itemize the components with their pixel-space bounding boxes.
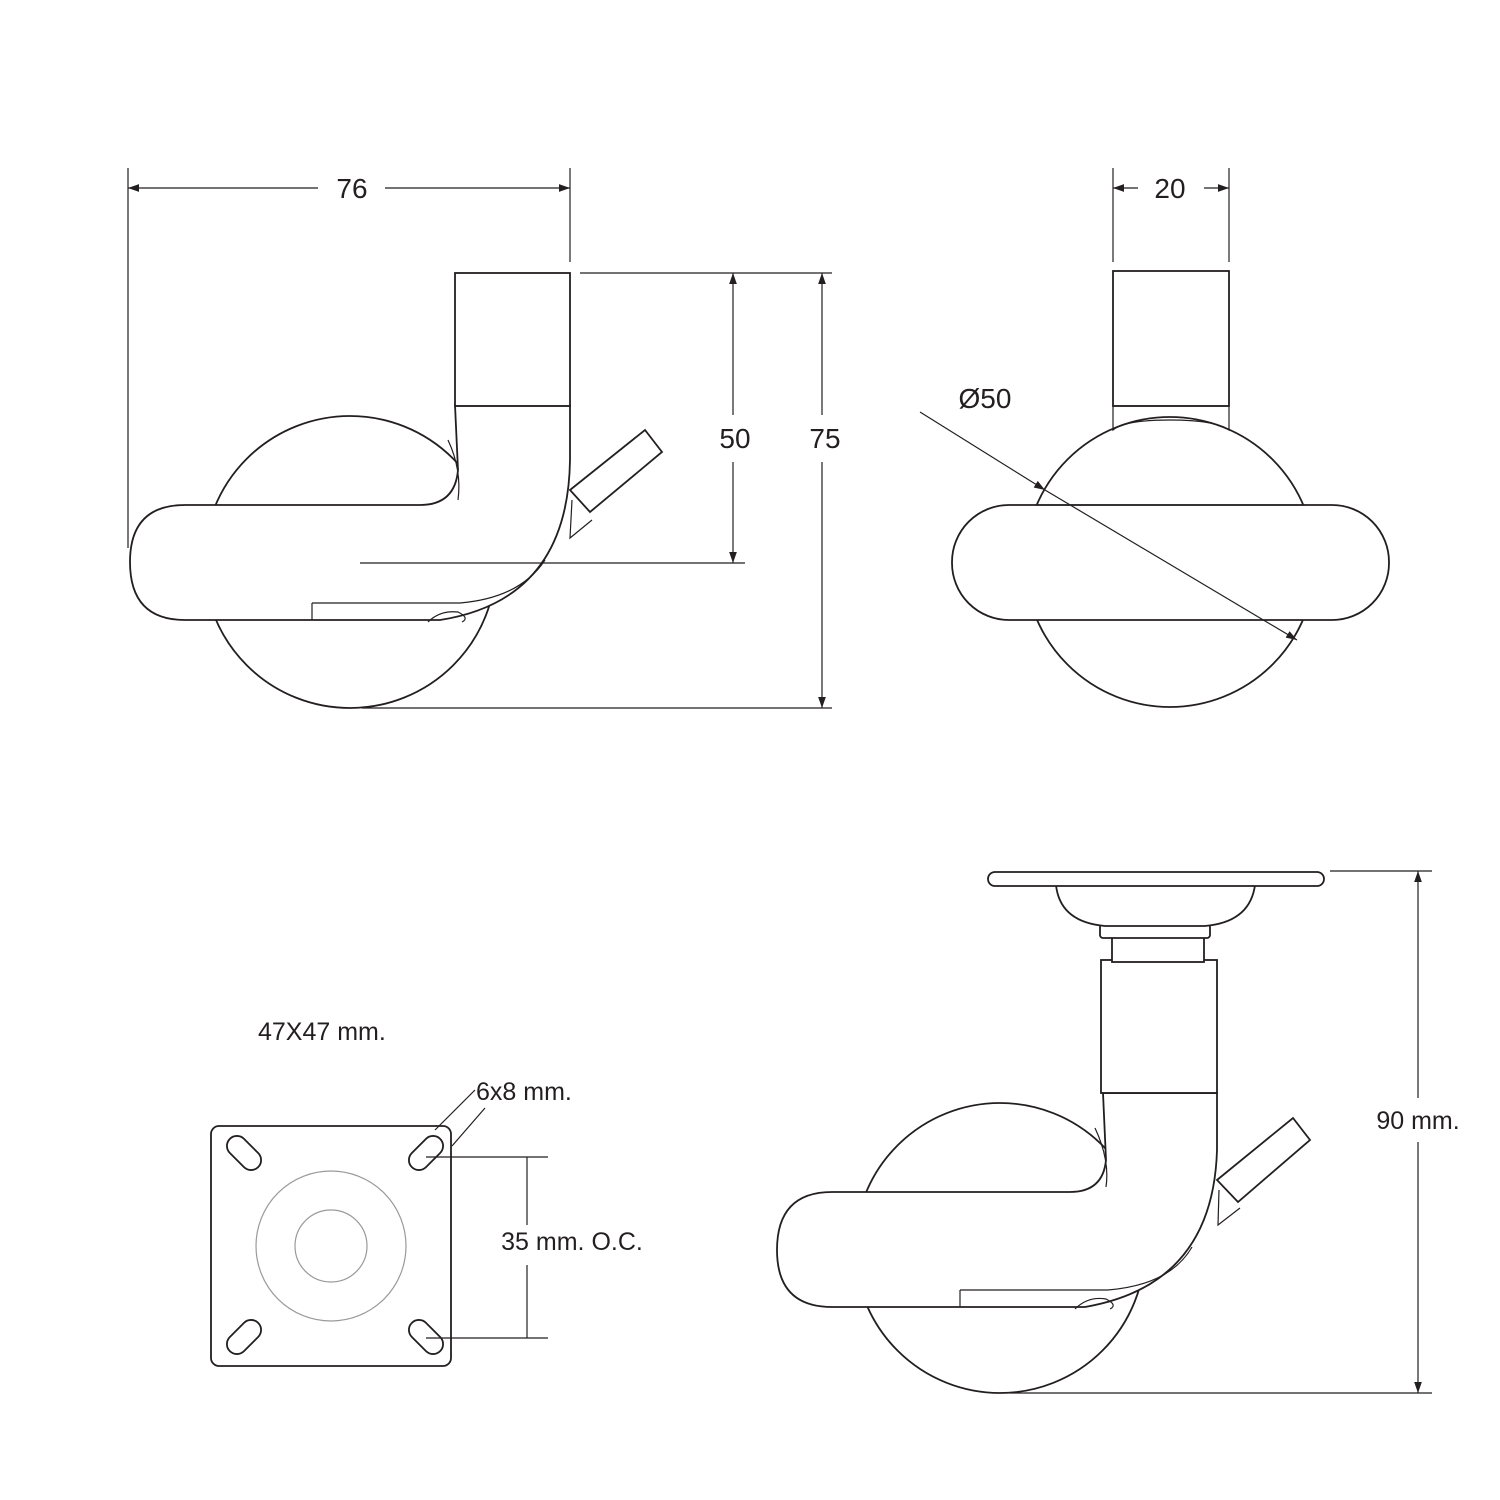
plate-caster-stem [1100, 959, 1218, 1094]
mounting-plate [210, 1125, 452, 1367]
side-stem [454, 272, 571, 407]
swivel-neck [1111, 935, 1205, 963]
slot-top-left [226, 1135, 262, 1171]
front-stem [1112, 270, 1230, 407]
side-brake-lever [568, 428, 664, 514]
top-plate-view: 47X47 mm. 6x8 mm. 35 mm. O.C. [210, 1018, 643, 1367]
dim-label-diameter: Ø50 [959, 383, 1012, 414]
diameter-leader [919, 411, 1046, 491]
slot-top-right [408, 1135, 444, 1171]
plate-hub-outer [255, 1170, 407, 1322]
plate-caster-view: 90 mm. [776, 870, 1460, 1394]
dim-label-20: 20 [1154, 173, 1185, 204]
plate-caster-top-plate [987, 871, 1325, 887]
plate-size-label: 47X47 mm. [258, 1018, 386, 1046]
total-height-90-label: 90 mm. [1376, 1107, 1459, 1135]
hole-spacing-label: 35 mm. O.C. [501, 1228, 643, 1256]
swivel-bearing [1054, 884, 1257, 927]
slot-bottom-left [226, 1319, 262, 1355]
slot-size-label: 6x8 mm. [476, 1078, 572, 1106]
plate-hub-inner [294, 1209, 368, 1283]
dim-label-76: 76 [336, 173, 367, 204]
side-view: 76 50 75 [127, 168, 841, 709]
front-fork-body [951, 504, 1390, 621]
dim-label-50: 50 [719, 423, 750, 454]
front-view: 20 Ø50 [919, 168, 1390, 708]
dim-label-75: 75 [809, 423, 840, 454]
plate-caster-brake-lever [1215, 1116, 1312, 1204]
mounting-slots [226, 1135, 444, 1355]
slot-bottom-right [408, 1319, 444, 1355]
